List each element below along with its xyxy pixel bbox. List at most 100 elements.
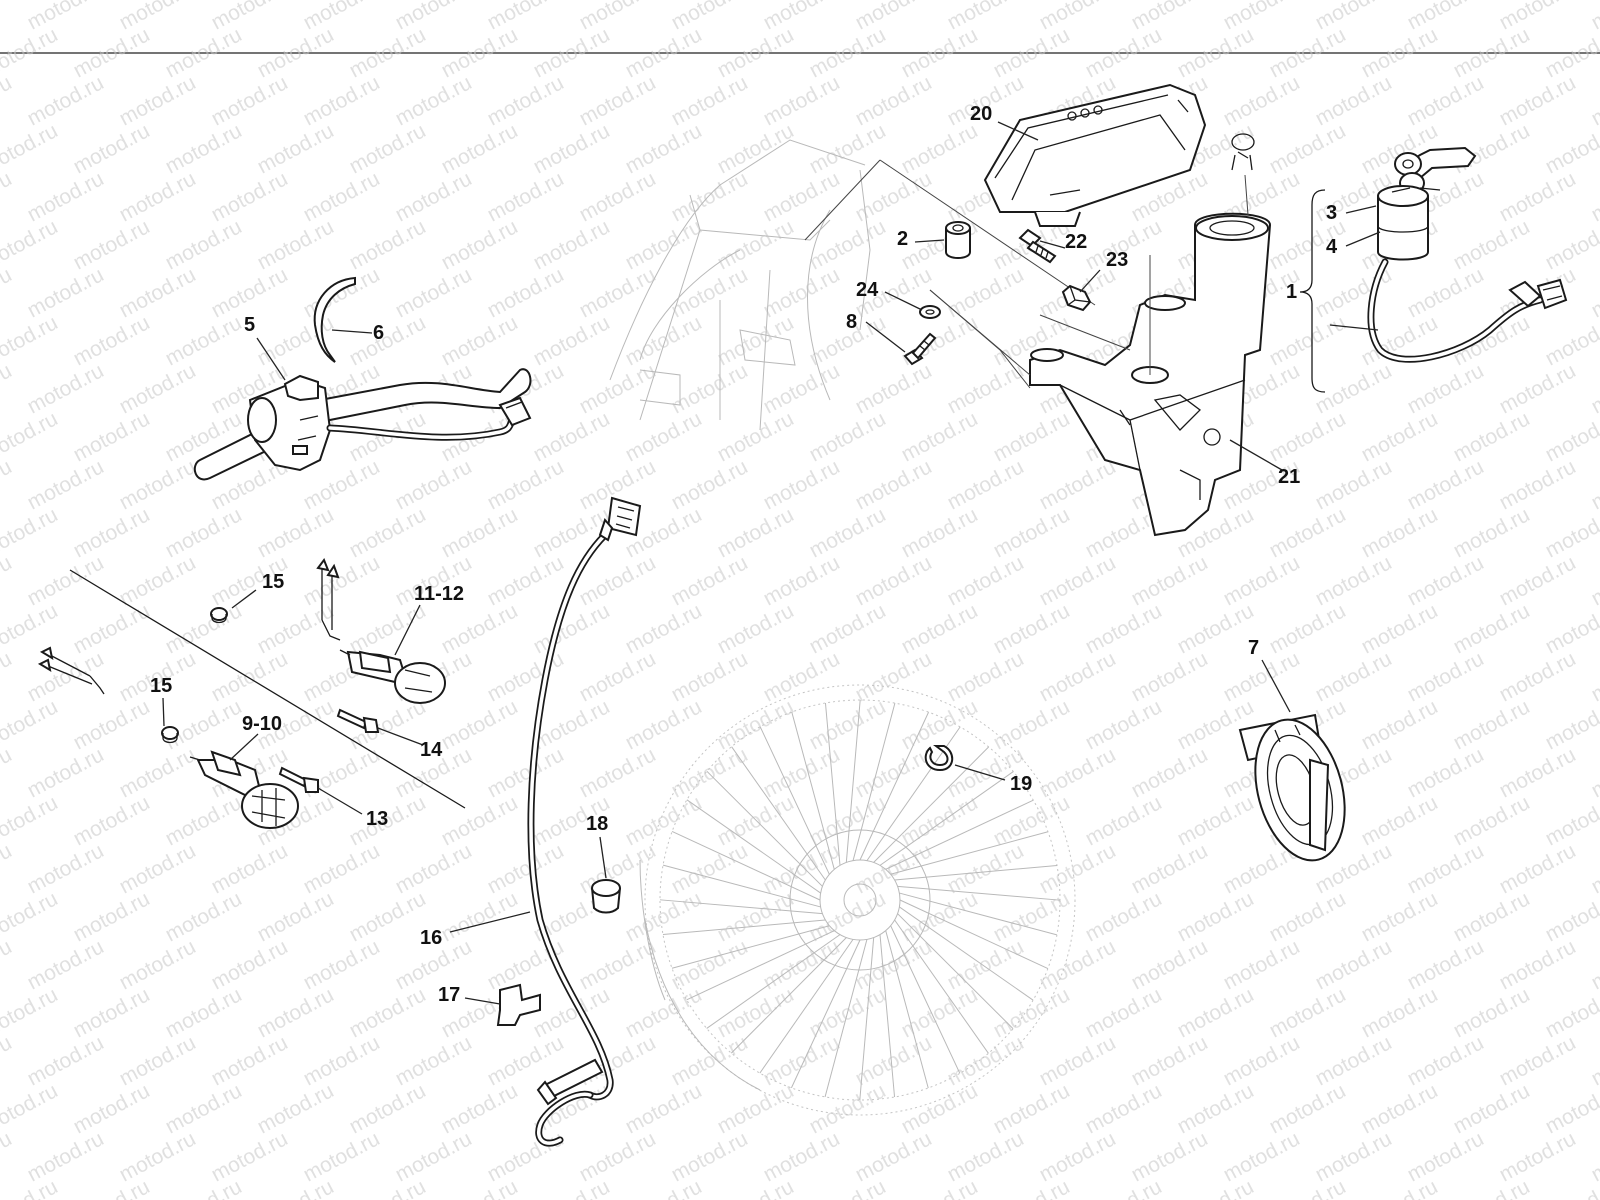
watermark-text: motod.ru [1220,1031,1304,1090]
wheel-spoke [686,930,835,1001]
watermark-text: motod.ru [24,839,108,898]
watermark-text: motod.ru [1036,1127,1120,1186]
watermark-text: motod.ru [162,791,246,850]
watermark-text: motod.ru [438,1175,522,1200]
watermark-text: motod.ru [668,647,752,706]
watermark-text: motod.ru [254,983,338,1042]
watermark-text: motod.ru [346,311,430,370]
watermark-text: motod.ru [944,551,1028,610]
watermark-text: motod.ru [1588,263,1600,322]
watermark-text: motod.ru [576,1031,660,1090]
callout-5: 5 [244,314,255,336]
watermark-text: motod.ru [300,167,384,226]
watermark-text: motod.ru [1358,983,1442,1042]
watermark-text: motod.ru [852,167,936,226]
watermark-text: motod.ru [24,263,108,322]
watermark-text: motod.ru [1036,0,1120,34]
callout-4: 4 [1326,236,1338,258]
wheel-spoke [885,799,1034,870]
watermark-text: motod.ru [1266,407,1350,466]
watermark-text: motod.ru [1542,1175,1600,1200]
watermark-text: motod.ru [1450,599,1534,658]
watermark-text: motod.ru [116,839,200,898]
watermark-text: motod.ru [438,311,522,370]
watermark-text: motod.ru [0,407,62,466]
assembly-dashed-lines [804,159,1249,389]
watermark-text: motod.ru [484,0,568,34]
watermark-text: motod.ru [1266,599,1350,658]
watermark-text: motod.ru [1128,1127,1212,1186]
watermark-text: motod.ru [1450,407,1534,466]
wheel-spoke [759,726,830,875]
watermark-text: motod.ru [576,71,660,130]
watermark-text: motod.ru [484,71,568,130]
watermark-text: motod.ru [668,0,752,34]
watermark-text: motod.ru [1404,455,1488,514]
watermark-text: motod.ru [1082,1175,1166,1200]
wheel-spoke [759,939,854,1074]
callout-6: 6 [373,322,384,344]
watermark-text: motod.ru [714,215,798,274]
watermark-text: motod.ru [1312,647,1396,706]
callout-8: 8 [846,311,857,333]
watermark-text: motod.ru [576,1127,660,1186]
watermark-text: motod.ru [1450,311,1534,370]
watermark-text: motod.ru [254,215,338,274]
watermark-text: motod.ru [346,215,430,274]
watermark-text: motod.ru [0,599,62,658]
clip-19-part [924,745,954,772]
callout-22: 22 [1065,231,1087,253]
watermark-text: motod.ru [1588,839,1600,898]
watermark-text: motod.ru [254,503,338,562]
watermark-text: motod.ru [1174,887,1258,946]
watermark-text: motod.ru [162,887,246,946]
watermark-text: motod.ru [254,119,338,178]
speedometer-sensor-cable-part [527,496,642,1147]
screw-13-part [278,766,319,793]
watermark-text: motod.ru [0,983,62,1042]
watermark-text: motod.ru [0,0,16,34]
watermark-text: motod.ru [944,1031,1028,1090]
watermark-text: motod.ru [484,839,568,898]
watermark-text: motod.ru [806,695,890,754]
wheel-spoke [899,906,1034,1001]
watermark-text: motod.ru [300,263,384,322]
watermark-text: motod.ru [0,935,16,994]
watermark-text: motod.ru [70,791,154,850]
watermark-text: motod.ru [162,695,246,754]
callout-24: 24 [856,279,879,301]
watermark-text: motod.ru [1220,551,1304,610]
watermark-text: motod.ru [24,743,108,802]
watermark-text: motod.ru [116,1127,200,1186]
watermark-text: motod.ru [1358,407,1442,466]
watermark-text: motod.ru [0,1079,62,1138]
watermark-text: motod.ru [1496,1031,1580,1090]
watermark-text: motod.ru [70,983,154,1042]
watermark-text: motod.ru [116,935,200,994]
wheel-spoke [671,830,821,901]
wheel-spoke [852,702,896,861]
background-front-wheel [639,684,1076,1116]
wheel-spoke [662,919,826,936]
watermark-text: motod.ru [622,695,706,754]
wheel-spoke [845,699,861,863]
callout-1: 1 [1286,281,1297,303]
watermark-text: motod.ru [1404,359,1488,418]
watermark-text: motod.ru [806,119,890,178]
watermark-text: motod.ru [116,167,200,226]
watermark-text: motod.ru [392,0,476,34]
watermark-text: motod.ru [1174,983,1258,1042]
watermark-text: motod.ru [1496,167,1580,226]
watermark-text: motod.ru [0,455,16,514]
watermark-text: motod.ru [576,743,660,802]
watermark-text: motod.ru [1404,839,1488,898]
watermark-text: motod.ru [300,0,384,34]
watermark-text: motod.ru [254,599,338,658]
watermark-text: motod.ru [70,1175,154,1200]
wheel-spoke [686,799,821,894]
watermark-text: motod.ru [1220,0,1304,34]
watermark-text: motod.ru [1404,935,1488,994]
watermark-text: motod.ru [0,551,16,610]
watermark-text: motod.ru [1358,1079,1442,1138]
watermark-text: motod.ru [0,839,16,898]
